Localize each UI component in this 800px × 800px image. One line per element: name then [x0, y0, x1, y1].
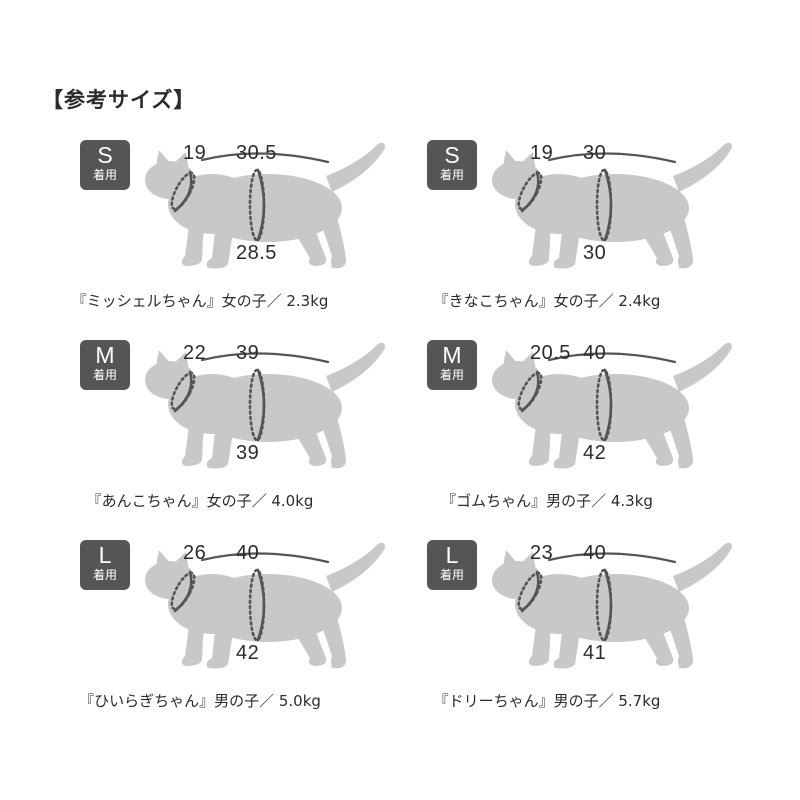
neck-measure-line [173, 170, 193, 213]
chest-measure-line [256, 368, 266, 442]
wearing-label: 着用 [92, 168, 117, 182]
size-badge: M 着用 [427, 340, 477, 390]
chest-measure-line [603, 568, 613, 642]
cat-silhouette [145, 342, 385, 469]
cat-caption: 『きなこちゃん』女の子／ 2.4kg [433, 292, 661, 310]
cat-caption: 『あんこちゃん』女の子／ 4.0kg [86, 492, 314, 510]
neck-measure-line [520, 170, 540, 213]
chest-measure-line [256, 168, 266, 242]
chest-value: 39 [236, 442, 260, 464]
neck-value: 19 [530, 142, 554, 164]
size-badge: S 着用 [427, 140, 477, 190]
cat-silhouette-diagram [145, 542, 385, 669]
cat-size-card: M 着用 22 39 39 『あんこちゃん』女の子／ 4.0kg [40, 338, 400, 528]
cat-silhouette-diagram [492, 542, 732, 669]
size-label: S [97, 142, 113, 168]
neck-measure-line [173, 370, 193, 413]
wearing-label: 着用 [92, 568, 117, 582]
size-label: M [95, 342, 115, 368]
chest-value: 30 [583, 242, 607, 264]
chest-measure-line [603, 368, 613, 442]
back-value: 39 [236, 342, 260, 364]
cat-silhouette-diagram [145, 142, 385, 269]
cat-silhouette [145, 542, 385, 669]
back-length-line [200, 352, 330, 364]
cat-caption: 『ミッシェルちゃん』女の子／ 2.3kg [71, 292, 329, 310]
cat-silhouette-diagram [492, 342, 732, 469]
page-title: 【参考サイズ】 [42, 88, 196, 112]
wearing-label: 着用 [92, 368, 117, 382]
cat-size-card: S 着用 19 30 30 『きなこちゃん』女の子／ 2.4kg [387, 138, 747, 328]
size-label: L [98, 542, 112, 568]
chest-measure-line [256, 568, 266, 642]
back-length-line [547, 152, 677, 164]
size-label: L [445, 542, 459, 568]
chest-measure-line [603, 168, 613, 242]
size-badge: L 着用 [80, 540, 130, 590]
wearing-label: 着用 [439, 368, 464, 382]
chest-value: 41 [583, 642, 607, 664]
back-value: 30.5 [236, 142, 277, 164]
wearing-label: 着用 [439, 568, 464, 582]
neck-measure-line [520, 370, 540, 413]
chest-value: 42 [236, 642, 260, 664]
chest-value: 42 [583, 442, 607, 464]
neck-value: 22 [183, 342, 207, 364]
size-badge: S 着用 [80, 140, 130, 190]
cat-caption: 『ゴムちゃん』男の子／ 4.3kg [441, 492, 653, 510]
size-label: M [442, 342, 462, 368]
cat-silhouette [492, 142, 732, 269]
back-value: 30 [583, 142, 607, 164]
neck-measure-line [520, 570, 540, 613]
cat-size-card: L 着用 26 40 42 『ひいらぎちゃん』男の子／ 5.0kg [40, 538, 400, 728]
back-length-line [200, 552, 330, 564]
back-length-line [200, 152, 330, 164]
cat-caption: 『ドリーちゃん』男の子／ 5.7kg [433, 692, 661, 710]
cat-caption: 『ひいらぎちゃん』男の子／ 5.0kg [79, 692, 321, 710]
neck-measure-line [173, 570, 193, 613]
cat-size-card: L 着用 23 40 41 『ドリーちゃん』男の子／ 5.7kg [387, 538, 747, 728]
neck-value: 20.5 [530, 342, 571, 364]
back-value: 40 [236, 542, 260, 564]
wearing-label: 着用 [439, 168, 464, 182]
neck-value: 19 [183, 142, 207, 164]
back-value: 40 [583, 542, 607, 564]
neck-value: 26 [183, 542, 207, 564]
neck-value: 23 [530, 542, 554, 564]
cat-silhouette-diagram [145, 342, 385, 469]
chest-value: 28.5 [236, 242, 277, 264]
back-length-line [547, 552, 677, 564]
size-label: S [444, 142, 460, 168]
size-badge: L 着用 [427, 540, 477, 590]
cat-size-card: M 着用 20.5 40 42 『ゴムちゃん』男の子／ 4.3kg [387, 338, 747, 528]
cat-silhouette-diagram [492, 142, 732, 269]
size-badge: M 着用 [80, 340, 130, 390]
cat-size-card: S 着用 19 30.5 28.5 『ミッシェルちゃん』女の子／ 2.3kg [40, 138, 400, 328]
back-value: 40 [583, 342, 607, 364]
back-length-line [547, 352, 677, 364]
